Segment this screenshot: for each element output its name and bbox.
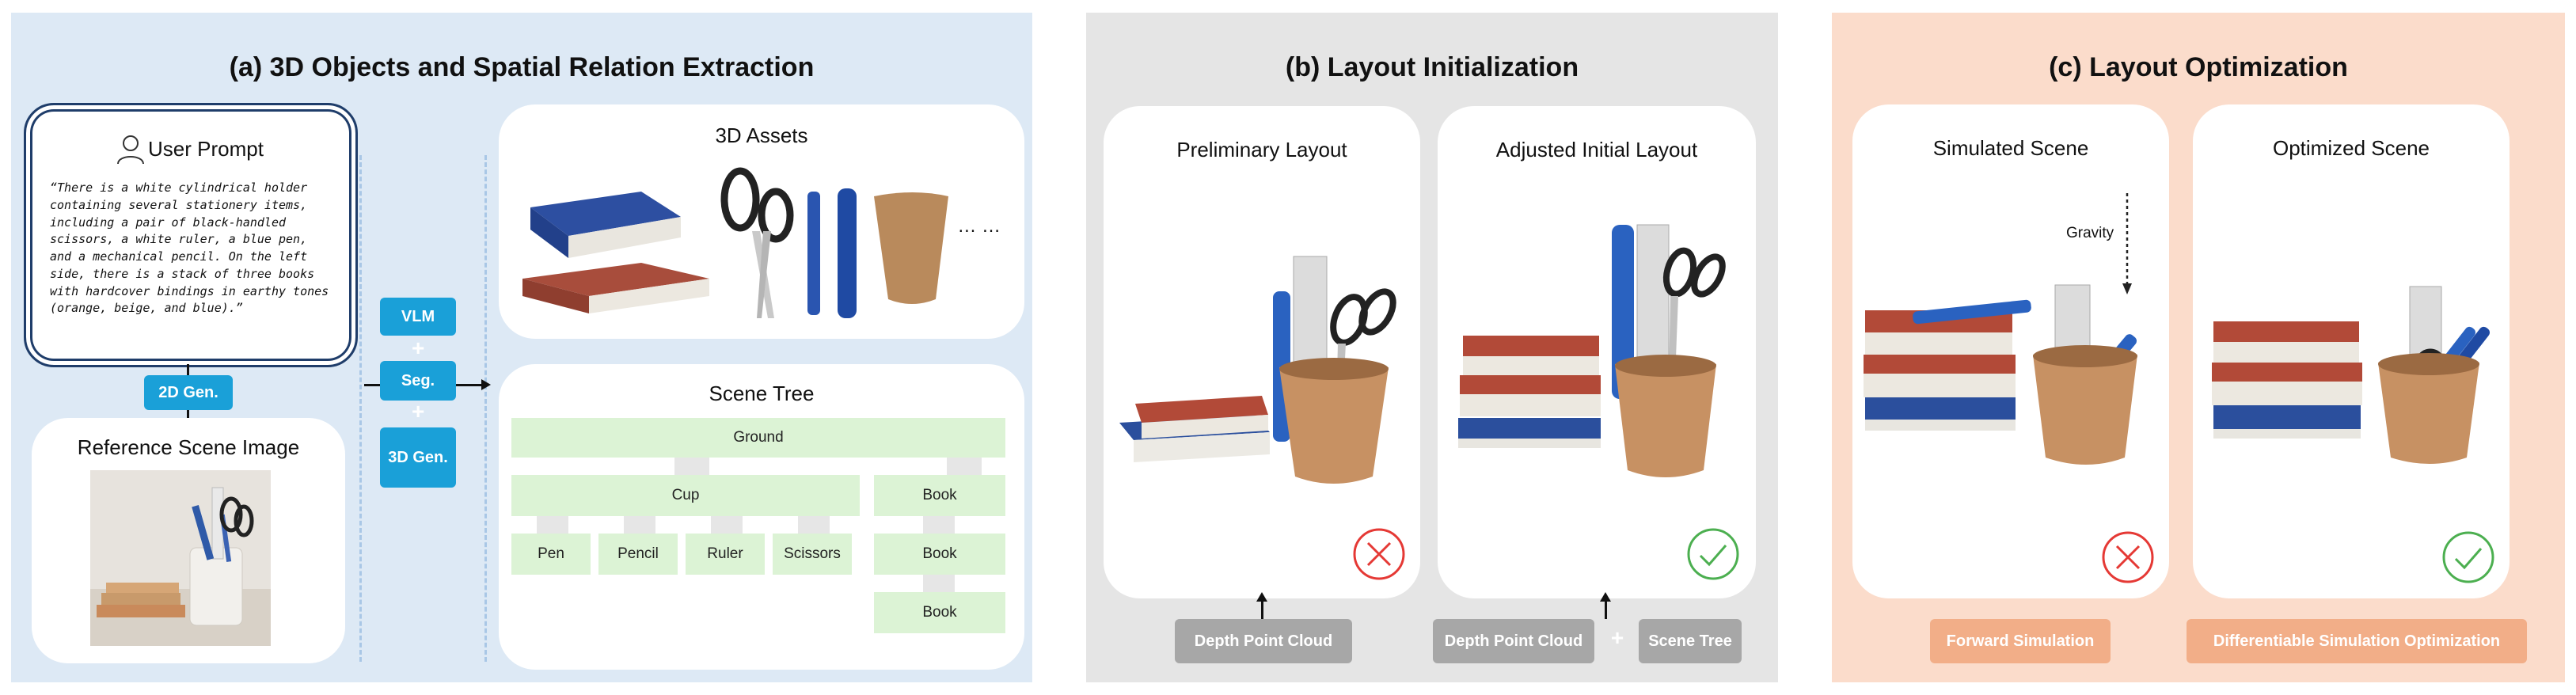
seg-tag: Seg. xyxy=(380,361,456,401)
separator-right xyxy=(484,155,487,662)
separator-left xyxy=(359,155,362,662)
arrow-depth2-up xyxy=(1605,600,1607,619)
optimized-scene-illustration xyxy=(2212,286,2491,464)
scene-tree-title: Scene Tree xyxy=(709,382,815,405)
reference-scene-image xyxy=(90,470,271,646)
tree-node-ruler: Ruler xyxy=(686,534,765,575)
arrowhead-depth1 xyxy=(1256,592,1267,602)
tree-link-book-1-2 xyxy=(923,516,955,534)
tree-node-ground: Ground xyxy=(511,418,1005,458)
check-icon xyxy=(1687,528,1739,580)
tree-link-cup-pencil xyxy=(624,516,655,534)
panel-c: (c) Layout Optimization Simulated Scene … xyxy=(1832,13,2565,682)
arrow-depth1-up xyxy=(1261,600,1263,619)
preliminary-layout-card: Preliminary Layout xyxy=(1104,106,1420,598)
user-icon xyxy=(117,135,144,165)
plus-vlm-seg: + xyxy=(412,336,425,360)
reference-scene-card: Reference Scene Image xyxy=(32,418,345,663)
forward-simulation-tag: Forward Simulation xyxy=(1930,619,2111,663)
reference-scene-title: Reference Scene Image xyxy=(77,435,300,459)
arrowhead-depth2 xyxy=(1600,592,1611,602)
tree-node-book-1: Book xyxy=(874,475,1005,516)
panel-b: (b) Layout Initialization Preliminary La… xyxy=(1086,13,1778,682)
simulated-scene-card: Simulated Scene Gravity xyxy=(1852,104,2169,598)
gen2d-tag: 2D Gen. xyxy=(144,375,233,410)
panel-a: (a) 3D Objects and Spatial Relation Extr… xyxy=(11,13,1032,682)
panel-a-title: (a) 3D Objects and Spatial Relation Extr… xyxy=(229,52,815,82)
simulated-scene-illustration xyxy=(1864,284,2137,465)
scene-tree-card: Scene Tree Ground Cup Book Pen Pencil Ru… xyxy=(499,364,1024,670)
optimized-scene-title: Optimized Scene xyxy=(2273,136,2430,160)
assets-card: 3D Assets … … xyxy=(499,104,1024,339)
tree-link-cup-ruler xyxy=(711,516,743,534)
tree-link-cup-pen xyxy=(537,516,568,534)
arrow-tools-to-outputs xyxy=(456,384,484,386)
adjusted-layout-scene xyxy=(1458,224,1726,477)
preliminary-layout-scene xyxy=(1119,256,1396,484)
gen3d-tag: 3D Gen. xyxy=(380,427,456,488)
arrowhead-outputs xyxy=(481,379,491,390)
tree-node-pencil: Pencil xyxy=(598,534,678,575)
panel-b-title: (b) Layout Initialization xyxy=(1285,52,1579,82)
assets-illustration xyxy=(522,167,948,318)
tree-link-ground-book xyxy=(947,458,982,475)
cross-icon xyxy=(1353,528,1405,580)
depth-point-cloud-tag-1: Depth Point Cloud xyxy=(1175,619,1352,663)
preliminary-layout-title: Preliminary Layout xyxy=(1176,138,1347,161)
tree-node-book-3: Book xyxy=(874,592,1005,633)
tree-node-pen: Pen xyxy=(511,534,591,575)
tree-node-book-2: Book xyxy=(874,534,1005,575)
scene-tree-tag: Scene Tree xyxy=(1639,619,1742,663)
tree-node-scissors: Scissors xyxy=(773,534,852,575)
vlm-tag: VLM xyxy=(380,298,456,336)
adjusted-layout-title: Adjusted Initial Layout xyxy=(1495,138,1698,161)
adjusted-layout-card: Adjusted Initial Layout xyxy=(1438,106,1756,598)
arrow-2dgen-to-reference xyxy=(187,410,189,423)
plus-seg-3dgen: + xyxy=(412,399,425,423)
depth-point-cloud-tag-2: Depth Point Cloud xyxy=(1433,619,1594,663)
tree-link-ground-cup xyxy=(674,458,709,475)
check-icon xyxy=(2442,531,2494,583)
user-prompt-box: User Prompt “There is a white cylindrica… xyxy=(24,103,358,367)
user-prompt-label: User Prompt xyxy=(148,137,264,161)
simulated-scene-title: Simulated Scene xyxy=(1932,136,2089,160)
gravity-arrow xyxy=(2122,193,2132,294)
arrow-to-tools xyxy=(364,384,386,386)
tree-node-cup: Cup xyxy=(511,475,860,516)
plus-depth-tree: + xyxy=(1610,625,1624,650)
panel-c-title: (c) Layout Optimization xyxy=(2049,52,2348,82)
tree-link-book-2-3 xyxy=(923,575,955,592)
assets-ellipsis: … … xyxy=(957,215,1001,237)
arrow-prompt-to-2dgen xyxy=(187,364,189,377)
user-prompt-text: “There is a white cylindrical holder con… xyxy=(50,180,329,316)
tree-link-cup-scissors xyxy=(798,516,830,534)
differentiable-simulation-tag: Differentiable Simulation Optimization xyxy=(2187,619,2527,663)
gravity-label: Gravity xyxy=(2066,225,2114,241)
optimized-scene-card: Optimized Scene xyxy=(2193,104,2510,598)
assets-title: 3D Assets xyxy=(715,123,808,147)
cross-icon xyxy=(2102,531,2154,583)
